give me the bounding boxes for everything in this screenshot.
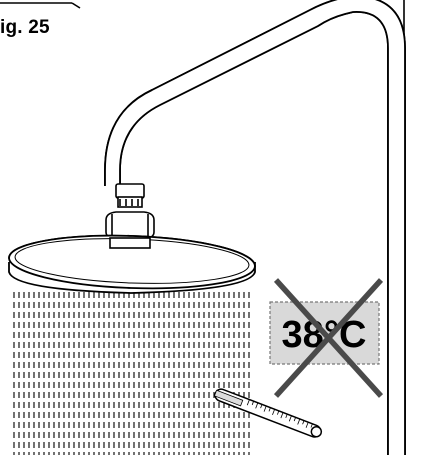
thermometer-tick	[255, 402, 259, 409]
thermometer-tick	[305, 422, 309, 428]
thermometer-tick	[297, 418, 301, 425]
thermometer-icon	[213, 388, 323, 438]
thermometer-tick	[293, 417, 296, 422]
thermometer-tick	[285, 413, 288, 418]
figure-label: ig. 25	[0, 17, 50, 38]
thermometer-tick	[302, 420, 305, 425]
thermometer-tick	[268, 407, 271, 412]
thermometer-tick	[288, 415, 292, 422]
temperature-warning: 38°C	[269, 278, 384, 398]
cross-out-icon	[273, 278, 384, 398]
thermometer-tick	[263, 405, 267, 412]
shower-head-icon	[8, 234, 256, 294]
thermometer-tick	[246, 399, 250, 406]
thermometer-tick	[277, 410, 280, 415]
thermometer-tick	[260, 404, 263, 409]
thermometer-tick	[272, 409, 275, 416]
thermometer-tick	[280, 412, 284, 419]
thermometer-tick	[310, 423, 313, 428]
water-spray	[13, 292, 250, 455]
thermometer-tick	[251, 401, 254, 406]
